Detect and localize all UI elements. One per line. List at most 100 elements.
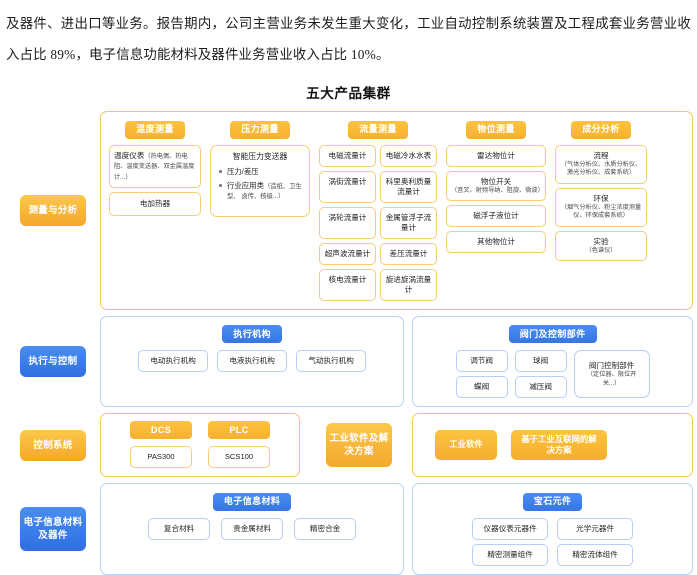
group-title-gem: 宝石元件 (522, 492, 583, 511)
panel-valve: 阀门及控制部件 调节阀 蝶阀 球阀 减压阀 阀门控制部件 （定位器、限位开关.. (412, 315, 693, 407)
pressure-heading: 智能压力变送器 (232, 151, 288, 161)
item-label: 实验 (593, 236, 609, 246)
item-label: 电加热器 (139, 199, 171, 209)
item-sublabel: （定位器、限位开关...） (586, 370, 637, 387)
item-box[interactable]: PAS300 (130, 446, 192, 468)
item-label: 环保 (593, 193, 609, 203)
group-flow: 流量测量 电磁流量计 电磁冷水水表 涡街流量计 科里奥利质量流量计 涡轮流量计 … (319, 119, 437, 301)
item-box[interactable]: 电磁流量计 (319, 144, 376, 167)
item-box[interactable]: 差压流量计 (380, 242, 437, 265)
item-sublabel: （色谱仪） (585, 246, 617, 254)
diagram-row-measurement: 测量与分析 温度测量 温度仪表（热电偶、热电阻、温度变送器、双金属温度计...） (4, 111, 693, 310)
row-label-electronic-materials: 电子信息材料及器件 (16, 506, 90, 551)
group-title-flow: 流量测量 (348, 120, 408, 139)
pressure-detail-box[interactable]: 智能压力变送器 压力/差压 行业应用类（造纸、卫生型、 卤传、核级...） (210, 144, 310, 217)
group-title-actuator: 执行机构 (222, 325, 282, 343)
pair-dcs: DCS PAS300 (130, 421, 192, 468)
pair-plc: PLC SCS100 (208, 421, 270, 468)
item-box[interactable]: 电动执行机构 (138, 350, 209, 372)
panel-industrial-software: 工业软件 基于工业互联网的解决方案 (412, 413, 693, 477)
item-box[interactable]: 气动执行机构 (296, 350, 367, 372)
group-title-dcs: DCS (130, 421, 192, 439)
item-sublabel: （热电偶、热电阻、温度变送器、双金属温度计...） (114, 152, 195, 181)
item-box[interactable]: SCS100 (208, 446, 270, 468)
item-box[interactable]: 精密流体组件 (557, 543, 634, 566)
item-box[interactable]: 涡轮流量计 (319, 206, 376, 239)
group-composition: 成分分析 流程 （气体分析仪、水质分析仪、激光分析仪、成套系统） 环保 （烟气分… (555, 119, 647, 262)
item-label: 物位开关 (480, 176, 512, 186)
item-box[interactable]: 复合材料 (148, 517, 211, 540)
item-box[interactable]: 流程 （气体分析仪、水质分析仪、激光分析仪、成套系统） (555, 144, 647, 184)
item-box[interactable]: 球阀 (514, 350, 567, 372)
row-label-text: 工业软件及解决方案 (326, 423, 392, 467)
body-paragraph: 及器件、进出口等业务。报告期内，公司主营业务未发生重大变化，工业自动控制系统装置… (6, 16, 691, 62)
item-box[interactable]: 环保 （烟气分析仪、粉尘浓度测量仪、环保成套系统） (555, 187, 647, 227)
solid-box[interactable]: 基于工业互联网的解决方案 (511, 429, 607, 460)
row-label-text: 电子信息材料及器件 (20, 506, 86, 551)
item-box[interactable]: 电磁冷水水表 (380, 144, 437, 167)
item-box[interactable]: 精密合金 (294, 517, 357, 540)
item-box[interactable]: 雷达物位计 (446, 144, 546, 167)
item-box[interactable]: 精密测量组件 (472, 543, 549, 566)
panel-control-system: DCS PAS300 PLC SCS100 (100, 413, 300, 477)
item-box[interactable]: 超声波流量计 (319, 242, 376, 265)
item-box[interactable]: 物位开关 （音叉、射频导纳、阻旋、微波） (446, 170, 546, 202)
solid-box[interactable]: 工业软件 (435, 429, 497, 460)
page-root: 及器件、进出口等业务。报告期内，公司主营业务未发生重大变化，工业自动控制系统装置… (6, 16, 693, 575)
group-pressure: 压力测量 智能压力变送器 压力/差压 行业应用类（造纸、卫生型、 卤传、核级..… (210, 119, 310, 217)
figure-title: 五大产品集群 (306, 86, 391, 101)
group-title-level: 物位测量 (466, 120, 526, 139)
panel-actuator: 执行机构 电动执行机构 电液执行机构 气动执行机构 (100, 315, 405, 407)
diagram-row-actuation: 执行与控制 执行机构 电动执行机构 电液执行机构 气动执行机构 阀门及控制部件 … (4, 315, 693, 407)
item-box[interactable]: 旋进旋涡流量计 (380, 268, 437, 301)
bullet-item: 行业应用类（造纸、卫生型、 卤传、核级...） (218, 181, 302, 202)
valve-control-box[interactable]: 阀门控制部件 （定位器、限位开关...） (573, 350, 650, 398)
item-box[interactable]: 磁浮子液位计 (446, 205, 546, 228)
item-box[interactable]: 减压阀 (514, 376, 567, 398)
item-box[interactable]: 贵金属材料 (221, 517, 284, 540)
row-label-actuation: 执行与控制 (16, 345, 90, 377)
item-sublabel: （烟气分析仪、粉尘浓度测量仪、环保成套系统） (560, 203, 642, 220)
bullet-label: 行业应用类 (227, 180, 264, 190)
item-box[interactable]: 金属管浮子流量计 (380, 206, 437, 239)
product-cluster-diagram: 测量与分析 温度测量 温度仪表（热电偶、热电阻、温度变送器、双金属温度计...） (0, 111, 697, 575)
row-label-text: 控制系统 (20, 429, 86, 461)
group-level: 物位测量 雷达物位计 物位开关 （音叉、射频导纳、阻旋、微波） 磁浮子液位计 其… (446, 119, 546, 254)
item-box[interactable]: 电液执行机构 (217, 350, 288, 372)
row-label-text: 执行与控制 (20, 345, 86, 377)
item-box[interactable]: 电加热器 (109, 192, 201, 217)
item-label: 流程 (593, 150, 609, 160)
item-box[interactable]: 核电流量计 (319, 268, 376, 301)
item-box[interactable]: 蝶阀 (455, 376, 508, 398)
item-label: 阀门控制部件 (588, 360, 635, 370)
item-label: 温度仪表 (114, 150, 145, 160)
group-title-valve: 阀门及控制部件 (508, 325, 597, 343)
item-box[interactable]: 温度仪表（热电偶、热电阻、温度变送器、双金属温度计...） (109, 144, 201, 189)
row-label-control-system: 控制系统 (16, 429, 90, 461)
item-box[interactable]: 其他物位计 (446, 231, 546, 254)
row-label-measurement: 测量与分析 (16, 194, 90, 226)
bullet-label: 压力/差压 (227, 166, 259, 176)
item-sublabel: （气体分析仪、水质分析仪、激光分析仪、成套系统） (560, 160, 642, 177)
group-title-composition: 成分分析 (571, 120, 631, 139)
panel-gem-component: 宝石元件 仪器仪表元器件 精密测量组件 光学元器件 精密流体组件 (412, 483, 693, 575)
diagram-row-control-system: 控制系统 DCS PAS300 PLC SCS100 (4, 413, 693, 477)
row-label-text: 测量与分析 (20, 194, 86, 226)
group-title-plc: PLC (208, 421, 270, 439)
bullet-item: 压力/差压 (218, 167, 302, 176)
item-box[interactable]: 仪器仪表元器件 (472, 517, 549, 540)
item-box[interactable]: 涡街流量计 (319, 170, 376, 203)
group-title-electronic-material: 电子信息材料 (212, 492, 292, 511)
item-box[interactable]: 科里奥利质量流量计 (380, 170, 437, 203)
row-label-industrial-software: 工业软件及解决方案 (322, 423, 396, 467)
panel-electronic-material: 电子信息材料 复合材料 贵金属材料 精密合金 (100, 483, 405, 575)
group-title-pressure: 压力测量 (230, 120, 290, 139)
item-sublabel: （音叉、射频导纳、阻旋、微波） (451, 186, 544, 194)
item-box[interactable]: 实验 （色谱仪） (555, 230, 647, 262)
item-box[interactable]: 调节阀 (455, 350, 508, 372)
group-temperature: 温度测量 温度仪表（热电偶、热电阻、温度变送器、双金属温度计...） 电加热器 (109, 119, 201, 217)
item-box[interactable]: 光学元器件 (557, 517, 634, 540)
bullet-sublabel: （造纸、卫生型、 卤传、核级...） (227, 182, 302, 201)
group-title-temperature: 温度测量 (125, 120, 185, 139)
panel-measurement: 温度测量 温度仪表（热电偶、热电阻、温度变送器、双金属温度计...） 电加热器 (100, 111, 693, 310)
